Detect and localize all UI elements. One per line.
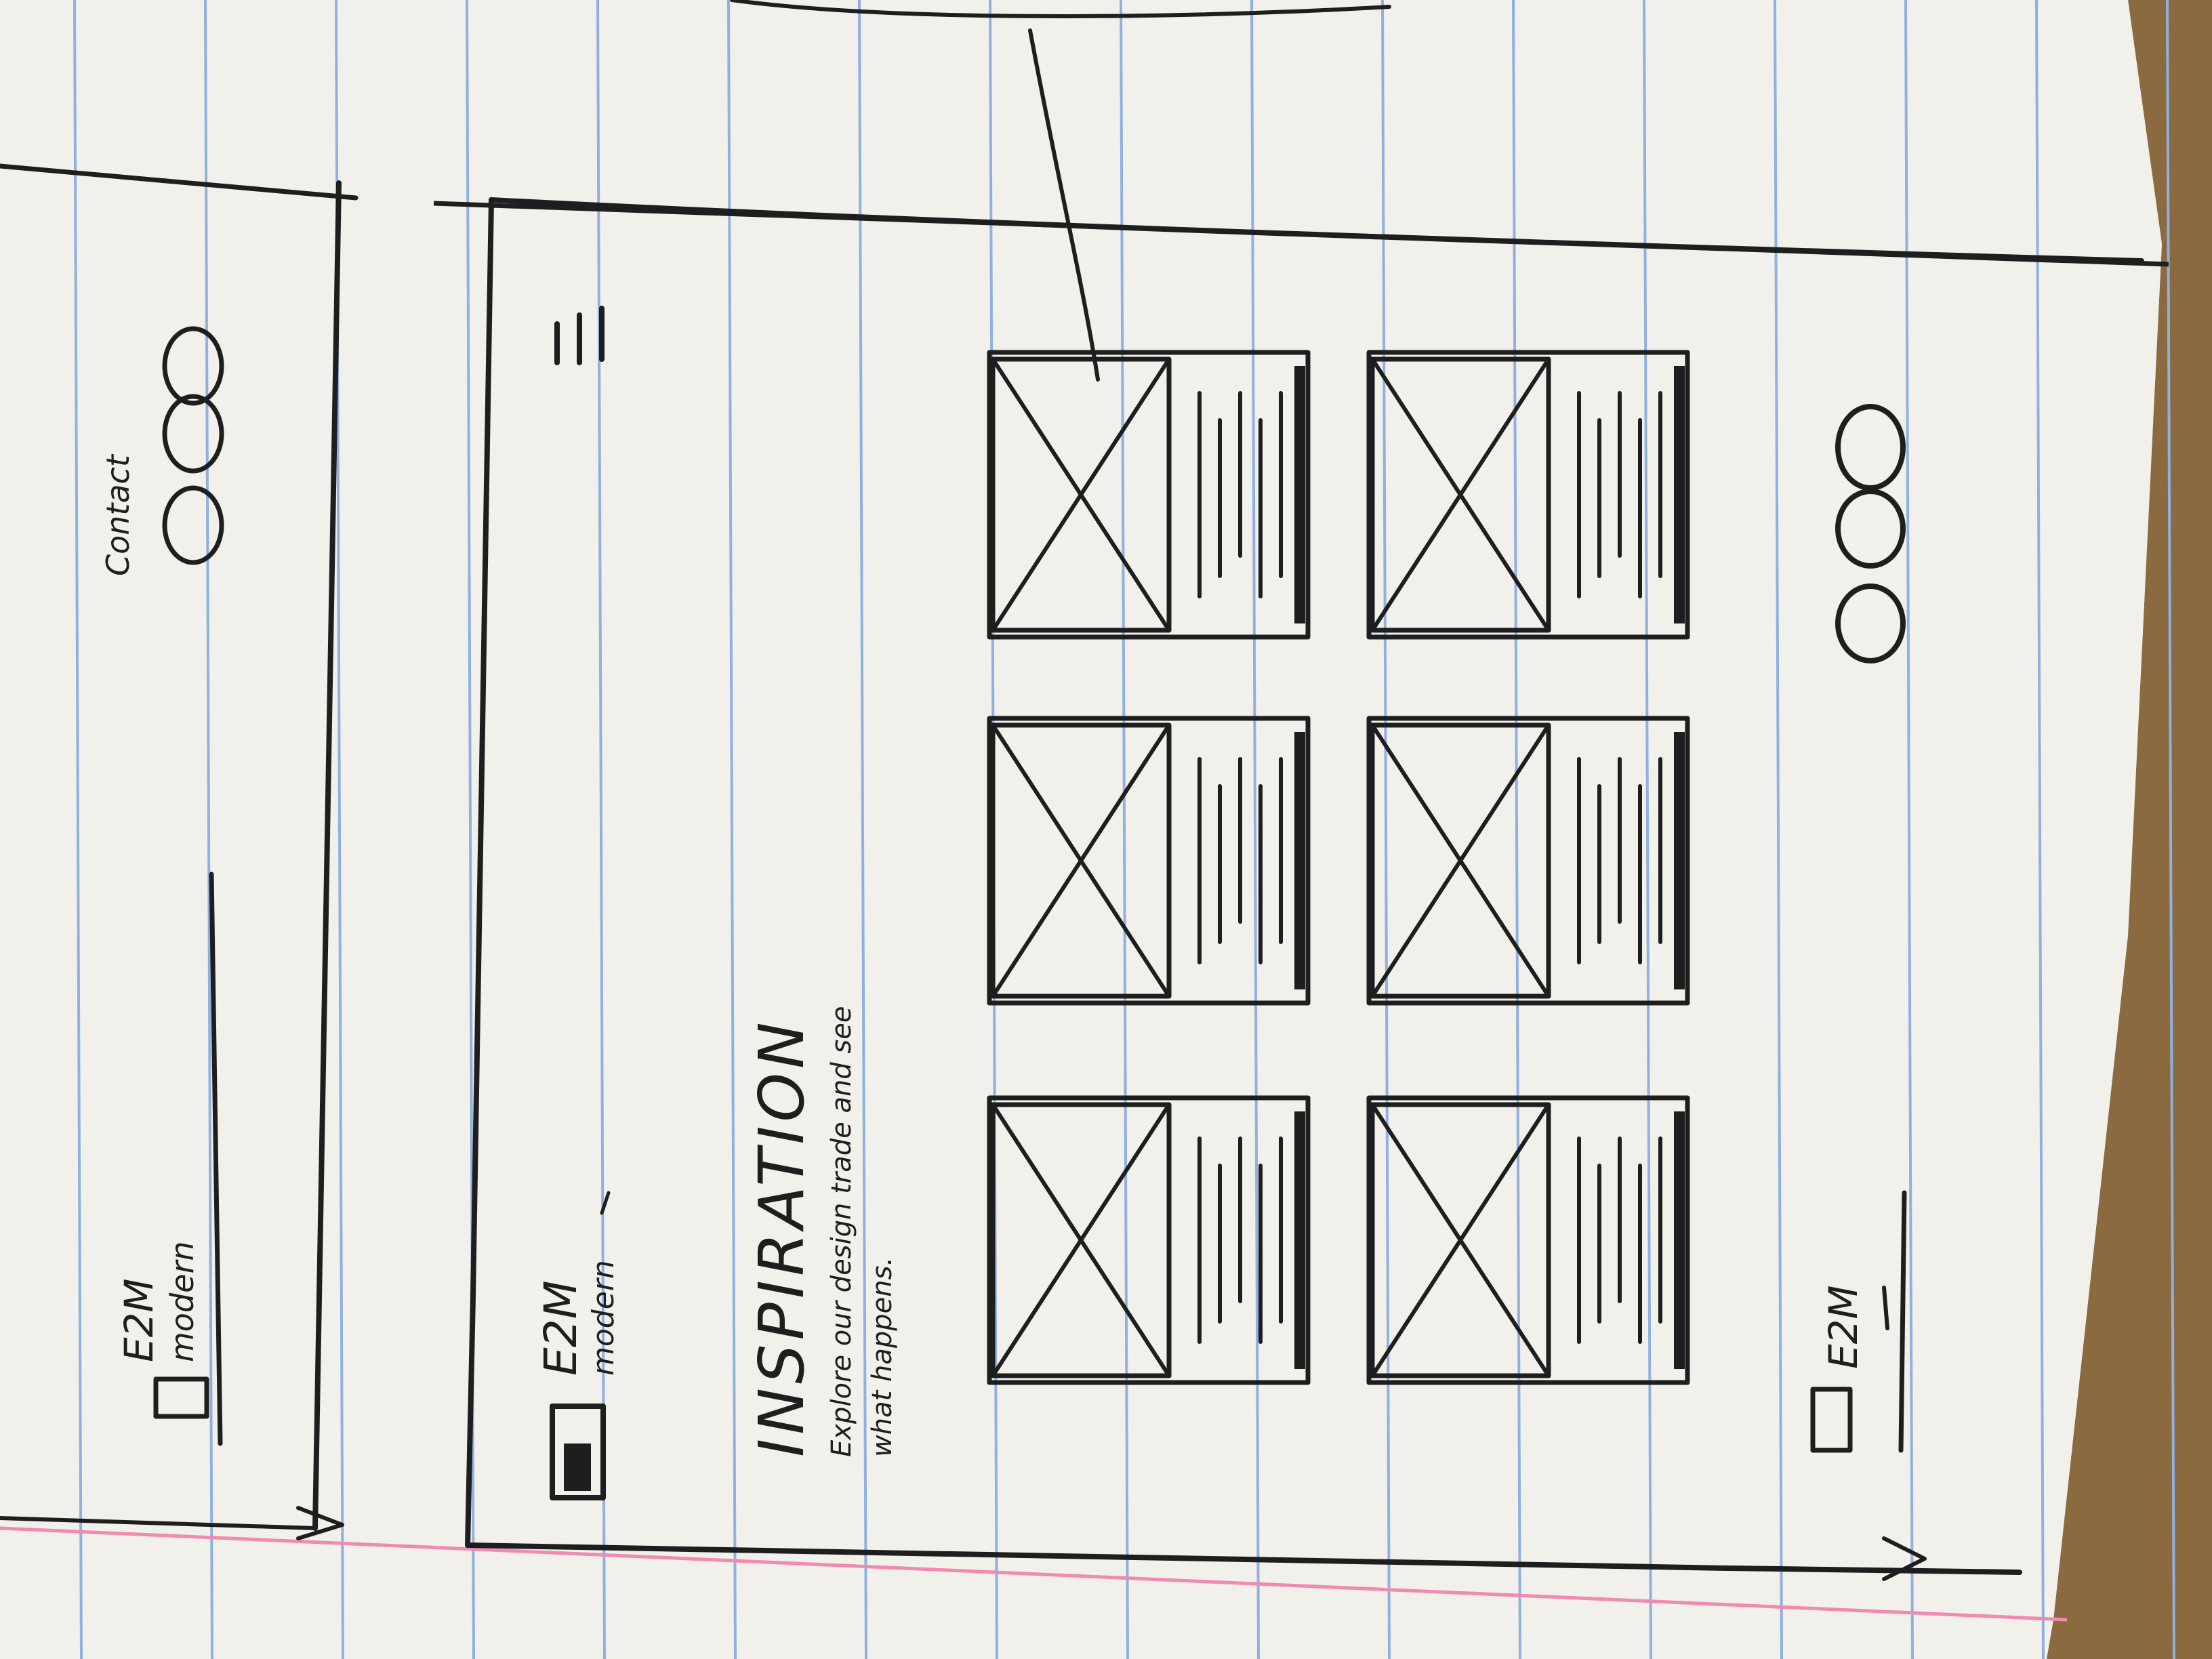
annotation-line (1028, 28, 1100, 382)
rule-line (2166, 0, 2175, 1659)
footer-social-icon[interactable] (1835, 404, 1906, 491)
phone-screen-sketch: E2M modern INSPIRATION Explore our desig… (465, 28, 2144, 1581)
brand-logo: E2M modern (116, 1241, 209, 1419)
footer-social-icon[interactable] (1835, 583, 1906, 663)
card-frame (1366, 716, 1690, 1006)
screen-left-edge (465, 197, 494, 1548)
paper-sheet (0, 0, 2162, 1659)
left-screen-sketch: E2M modern Contact (0, 163, 359, 1540)
rule-line (858, 0, 867, 1659)
brand-mark: E2M (116, 1278, 162, 1362)
rule-line (1904, 0, 1914, 1659)
hero-heading: INSPIRATION (745, 1018, 818, 1457)
hero-subtext-1: Explore our design trade and see (826, 1006, 857, 1457)
rule-line (596, 0, 606, 1659)
inspiration-card[interactable] (1366, 350, 1690, 640)
inspiration-card[interactable] (1366, 716, 1690, 1006)
desk-surface (2047, 0, 2212, 1659)
image-placeholder (1370, 1102, 1551, 1378)
margin-line (0, 1526, 2068, 1622)
card-frame (1366, 350, 1690, 640)
social-icon[interactable] (162, 485, 224, 565)
arc-remnant (730, 0, 1391, 18)
footer-social-icon[interactable] (1835, 489, 1906, 569)
card-frame (1366, 1095, 1690, 1385)
card-text-lines (1197, 366, 1305, 623)
rule-line (2035, 0, 2045, 1659)
inspiration-card[interactable] (987, 1095, 1311, 1385)
brand-mark: E2M (535, 1280, 587, 1376)
card-frame (987, 350, 1311, 640)
image-placeholder (990, 722, 1172, 999)
brand-subtitle: modern (164, 1241, 201, 1362)
contact-group: Contact (100, 453, 136, 576)
screen-top-edge (489, 197, 2144, 264)
social-icon[interactable] (162, 326, 224, 406)
card-text-lines (1197, 732, 1305, 989)
rule-line (73, 0, 83, 1659)
brand-subtitle: modern (586, 1260, 621, 1376)
card-text-lines (1577, 732, 1685, 989)
card-frame (987, 716, 1311, 1006)
rule-line (204, 0, 213, 1659)
image-placeholder (990, 1102, 1172, 1378)
inspiration-card[interactable] (987, 716, 1311, 1006)
inspiration-card[interactable] (987, 350, 1311, 640)
divider-line (209, 872, 223, 1446)
hamburger-icon[interactable] (554, 306, 605, 365)
card-frame (987, 1095, 1311, 1385)
rule-line (1774, 0, 1783, 1659)
footer-divider (1898, 1190, 1907, 1453)
hero-subtext-2: what happens. (867, 1257, 898, 1457)
image-placeholder (1370, 722, 1551, 999)
screen-bottom-edge (465, 1542, 2022, 1575)
rule-line (727, 0, 737, 1659)
image-placeholder (990, 356, 1172, 633)
footer: E2M (1810, 404, 1907, 1453)
header-brand[interactable]: E2M modern (535, 1191, 621, 1500)
hero-text: INSPIRATION Explore our design trade and… (745, 1006, 898, 1457)
card-text-lines (1577, 1111, 1685, 1369)
contact-label: Contact (100, 453, 136, 576)
card-text-lines (1577, 366, 1685, 623)
inspiration-card[interactable] (1366, 1095, 1690, 1385)
card-text-lines (1197, 1111, 1305, 1369)
footer-brand-mark: E2M (1820, 1285, 1866, 1369)
card-grid (987, 350, 1690, 1385)
social-icon[interactable] (162, 394, 224, 474)
image-placeholder (1370, 356, 1551, 633)
footer-logo[interactable] (1810, 1387, 1853, 1453)
